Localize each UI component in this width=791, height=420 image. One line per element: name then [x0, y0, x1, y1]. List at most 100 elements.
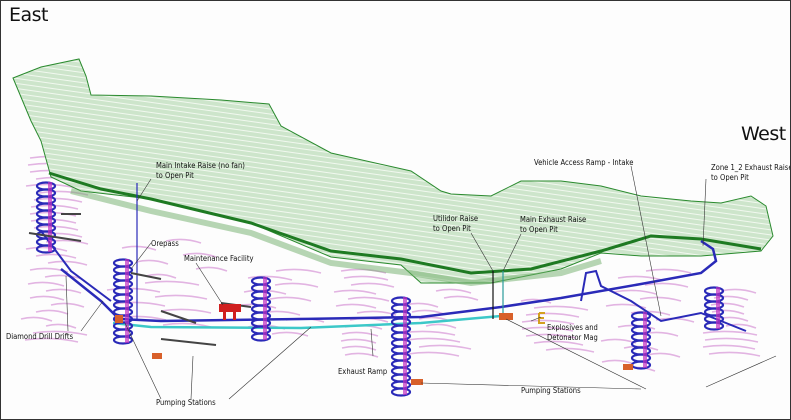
orepass-label: Orepass	[151, 239, 179, 248]
drift-line	[247, 275, 293, 281]
drift-line	[341, 331, 379, 337]
drift-line	[145, 273, 177, 279]
leader-lines	[65, 165, 777, 400]
drift-line	[47, 260, 88, 266]
drift-line	[335, 303, 377, 309]
diamond-drill-drifts-label: Diamond Drill Drifts	[6, 332, 74, 341]
drift-line	[520, 298, 552, 304]
drift-line	[639, 296, 682, 302]
drift-line	[343, 275, 389, 281]
label-line: Zone 1_2 Exhaust Raise	[711, 163, 791, 172]
drift-line	[521, 326, 574, 332]
drift-line	[630, 310, 671, 316]
pit-lower-benches	[70, 188, 602, 287]
drift-line	[274, 282, 319, 288]
drift-line	[27, 281, 65, 287]
access-ramp-branch	[580, 269, 747, 332]
drift-line	[600, 338, 637, 344]
label-line: Main Intake Raise (no fan)	[156, 161, 245, 170]
drift-line	[702, 330, 758, 336]
open-pit	[12, 58, 774, 284]
drift-line	[725, 323, 757, 329]
east-label: East	[9, 4, 49, 26]
label-line: to Open Pit	[433, 224, 471, 233]
drift-line	[29, 295, 65, 301]
spiral-ramp-loop	[35, 244, 57, 254]
pumping-stations-right-label: Pumping Stations	[521, 386, 581, 395]
drift-line	[50, 302, 85, 308]
drift-line	[646, 352, 681, 358]
maintenance-facility	[219, 304, 241, 320]
west-label: West	[741, 123, 786, 145]
drift-line	[406, 337, 461, 343]
drift-line	[525, 333, 577, 339]
drift-line	[144, 280, 200, 286]
drift-line	[533, 305, 589, 311]
spiral-ramp-loop	[390, 387, 412, 397]
drift-line	[710, 302, 745, 308]
label-line: Explosives and	[547, 323, 598, 332]
spiral-ramp-loop	[703, 321, 725, 331]
drift-line	[106, 287, 161, 293]
drift-line	[113, 301, 166, 307]
drift-line	[347, 296, 390, 302]
drift-line	[702, 344, 756, 350]
pumping-stations-left-label: Pumping Stations	[156, 398, 216, 407]
drift-line	[32, 330, 88, 336]
drift-line	[356, 310, 397, 316]
ramp-spirals	[35, 181, 725, 397]
spiral-ramp-loop	[112, 335, 134, 345]
drift-line	[333, 289, 377, 295]
drift-line	[533, 340, 584, 346]
drift-line	[605, 303, 647, 309]
drift-line	[35, 253, 77, 259]
label-line: Utilidor Raise	[433, 214, 479, 223]
drift-line	[33, 197, 83, 203]
label-line: to Open Pit	[711, 173, 749, 182]
exhaust-ramp	[112, 314, 502, 330]
label-line: Detonator Mag	[547, 333, 598, 342]
drift-line	[344, 352, 379, 358]
drift-line	[165, 238, 202, 244]
drift-line	[425, 323, 457, 329]
vehicle-access-ramp-label: Vehicle Access Ramp - Intake	[534, 158, 634, 167]
drift-line	[271, 331, 309, 337]
drift-line	[24, 337, 79, 343]
pit-toe	[48, 171, 762, 275]
pumping-stations	[115, 313, 633, 385]
drift-line	[645, 268, 692, 274]
drift-line	[711, 309, 745, 315]
drift-line	[195, 266, 228, 272]
drift-line	[135, 259, 169, 265]
drift-line	[20, 316, 53, 322]
drift-line	[341, 345, 377, 351]
label-line: to Open Pit	[520, 225, 558, 234]
drift-line	[521, 319, 575, 325]
raise-shaft	[716, 287, 720, 329]
drift-line	[121, 245, 157, 251]
drift-line	[340, 338, 377, 344]
drift-line	[708, 351, 761, 357]
explosives-mag	[538, 312, 545, 324]
drift-line	[182, 252, 217, 258]
spiral-ramp-loop	[250, 332, 272, 342]
raise-shaft	[125, 259, 129, 343]
drift-line	[443, 295, 479, 301]
drift-line	[644, 282, 689, 288]
drift-line	[275, 268, 322, 274]
drift-line	[411, 309, 445, 315]
drift-line	[545, 347, 595, 353]
drift-line	[162, 322, 212, 328]
drift-line	[435, 288, 472, 294]
drift-line	[45, 323, 77, 329]
drift-line	[269, 296, 312, 302]
main-intake-raise-label: Main Intake Raise (no fan)to Open Pit	[156, 161, 245, 181]
drift-line	[720, 288, 757, 294]
raise-shaft	[263, 277, 267, 340]
drift-line	[350, 282, 395, 288]
